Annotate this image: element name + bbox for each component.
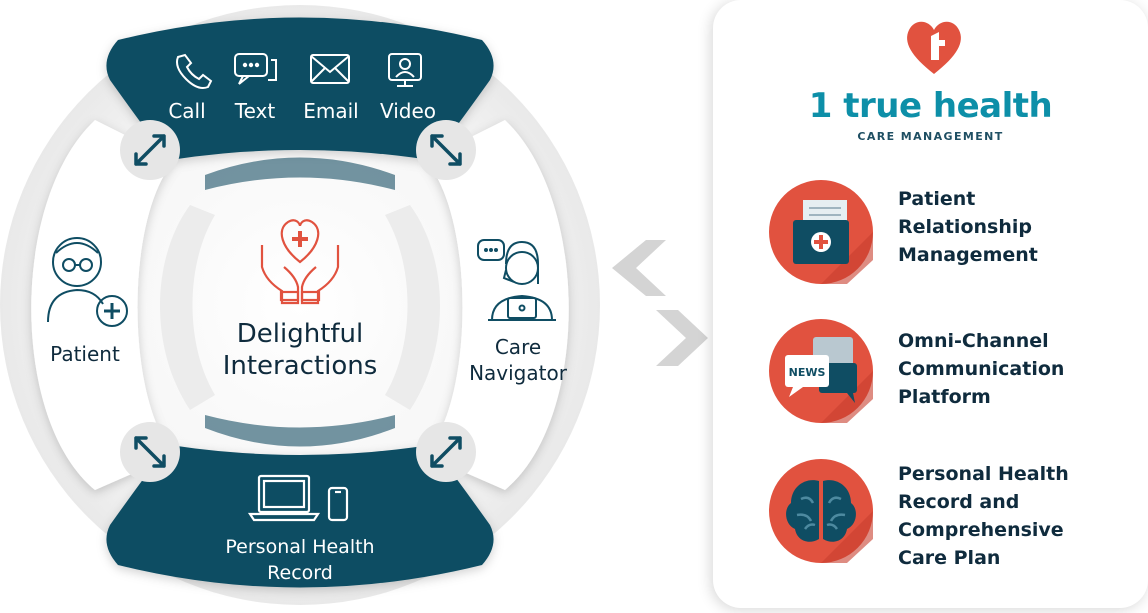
heart-logo-icon — [907, 21, 961, 74]
resize-arrow-icon — [416, 120, 476, 180]
chevron-double-icon — [612, 240, 708, 366]
center-label-line2: Interactions — [223, 351, 378, 381]
care-navigator-icon — [477, 239, 556, 321]
inner-right-band — [385, 205, 440, 410]
laptop-icon — [247, 474, 321, 522]
feature-label-1: Patient Relationship Management — [898, 188, 1038, 266]
envelope-icon — [310, 54, 350, 84]
channel-label-call: Call — [168, 99, 205, 123]
patient-icon — [47, 237, 128, 327]
resize-arrow-icon — [120, 422, 180, 482]
record-band — [106, 445, 494, 588]
inner-left-band — [160, 205, 215, 410]
left-node-label: Patient — [50, 342, 120, 366]
resize-arrow-icon — [416, 422, 476, 482]
brand-tagline: CARE MANAGEMENT — [857, 130, 1004, 143]
resize-arrow-icon — [120, 120, 180, 180]
brand-name: 1 true health — [808, 86, 1053, 126]
channels-band-lip — [205, 157, 395, 190]
left-band — [31, 120, 175, 490]
feature-label-2: Omni-Channel Communication Platform — [898, 330, 1065, 408]
svg-text:NEWS: NEWS — [789, 366, 826, 379]
channel-label-email: Email — [303, 99, 359, 123]
right-node-label-line1: Care — [495, 335, 541, 359]
phone-icon — [176, 53, 213, 89]
news-chat-icon: NEWS — [769, 319, 873, 423]
phone-device-icon — [327, 486, 349, 522]
bottom-label-line2: Record — [267, 562, 333, 584]
chat-icon — [234, 53, 277, 85]
medical-folder-icon — [769, 180, 873, 284]
feature-label-3: Personal Health Record and Comprehensive… — [898, 463, 1069, 569]
heart-hands-icon — [260, 219, 340, 305]
right-node-label-line2: Navigator — [469, 361, 568, 385]
channel-label-video: Video — [380, 99, 436, 123]
record-band-lip — [205, 415, 395, 447]
brain-icon — [769, 459, 873, 563]
video-icon — [388, 53, 422, 87]
channel-label-text: Text — [234, 99, 276, 123]
center-label-line1: Delightful — [237, 319, 364, 349]
brand-card: 1 true health CARE MANAGEMENT Patient Re… — [713, 0, 1148, 608]
bottom-label-line1: Personal Health — [225, 536, 374, 558]
